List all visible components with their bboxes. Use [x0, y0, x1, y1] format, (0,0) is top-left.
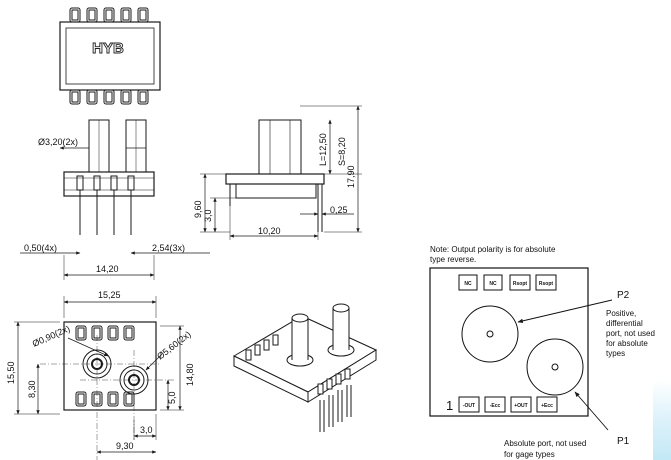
dim-hole-small: Ø0,90(2x)	[31, 323, 72, 348]
iso-right-face	[307, 349, 377, 403]
pin-one-marker: 1	[446, 398, 453, 413]
pad-rsopt-2	[535, 274, 557, 291]
pinout-top-pads	[458, 274, 557, 291]
dim-port-diameter: Ø3,20(2x)	[38, 137, 78, 147]
port-p2-label: P2	[617, 290, 630, 301]
corner-accent	[653, 380, 671, 460]
note-line-2: type reverse.	[430, 255, 476, 264]
dim-thickness-025: 0,25	[330, 205, 348, 215]
top-view-lower-pins	[69, 89, 149, 105]
dim-height-30: 3,0	[203, 209, 213, 222]
pad-label-plus-out: +OUT	[514, 403, 527, 409]
pad-minus-out	[458, 396, 480, 413]
bottom-view	[14, 296, 184, 460]
pad-minus-ecc	[484, 396, 506, 413]
dim-pin-pitch: 2,54(3x)	[152, 243, 185, 253]
top-view-upper-pins	[69, 7, 149, 23]
bottom-upper-pins	[75, 325, 135, 341]
pad-label-plus-ecc: +Ecc	[541, 403, 553, 409]
front-leads	[76, 175, 135, 235]
top-view	[59, 7, 161, 105]
pinout-bottom-pads	[458, 396, 558, 413]
front-body	[63, 171, 155, 197]
pad-nc-1	[458, 274, 478, 291]
dim-width-30-bottom: 3,0	[140, 425, 153, 435]
front-view	[20, 119, 210, 280]
pad-plus-out	[510, 396, 532, 413]
port-p2-desc-3: port, not used	[606, 329, 655, 338]
port-p1-label: P1	[617, 436, 630, 447]
pad-label-nc-1: NC	[464, 281, 472, 287]
iso-ports	[286, 303, 355, 367]
logo-text: HYB	[92, 40, 124, 57]
dim-body-width: 14,20	[96, 264, 119, 274]
note-line-1: Note: Output polarity is for absolute	[430, 245, 556, 254]
pad-rsopt-1	[509, 274, 531, 291]
iso-pins	[245, 334, 352, 432]
port-p2-desc-1: Positive,	[606, 309, 636, 318]
pad-plus-ecc	[536, 396, 558, 413]
side-port	[258, 119, 302, 175]
pad-label-minus-ecc: -Ecc	[490, 403, 501, 409]
isometric-view	[232, 303, 378, 432]
dim-height-1550: 15,50	[6, 361, 16, 384]
pad-label-nc-2: NC	[489, 281, 497, 287]
dim-width-1525: 15,25	[98, 290, 121, 300]
side-view	[200, 105, 362, 240]
dim-hole-big: Ø5,60(2x)	[155, 329, 193, 362]
port-p2-desc-4: for absolute	[606, 339, 648, 348]
pad-nc-2	[483, 274, 503, 291]
dim-height-960: 9,60	[193, 200, 203, 218]
dim-height-1790: 17,90	[346, 165, 356, 188]
pinout-ports	[461, 305, 584, 396]
port-p2-desc-5: types	[606, 349, 625, 358]
pinout-leaders	[517, 299, 613, 431]
dim-height-50: 5,0	[167, 391, 177, 404]
port-p2-desc-2: differential	[606, 319, 643, 328]
port-p1-desc-2: for gage types	[504, 450, 555, 459]
pad-label-minus-out: -OUT	[463, 403, 475, 409]
dim-pin-width: 0,50(4x)	[24, 243, 57, 253]
bottom-lower-pins	[75, 391, 135, 407]
bottom-body	[63, 321, 157, 411]
port-p1-desc-1: Absolute port, not used	[504, 439, 586, 448]
dim-length-L: L=12,50	[318, 133, 328, 166]
dim-width-1020: 10,20	[258, 226, 281, 236]
pad-label-rsopt-1: Rsopt	[513, 281, 528, 287]
pad-label-rsopt-2: Rsopt	[539, 281, 554, 287]
dim-width-930: 9,30	[116, 441, 134, 451]
side-body	[225, 173, 325, 185]
dim-height-830: 8,30	[27, 380, 37, 398]
dim-length-S: S=8,20	[337, 137, 347, 166]
dim-height-1480: 14,80	[185, 363, 195, 386]
